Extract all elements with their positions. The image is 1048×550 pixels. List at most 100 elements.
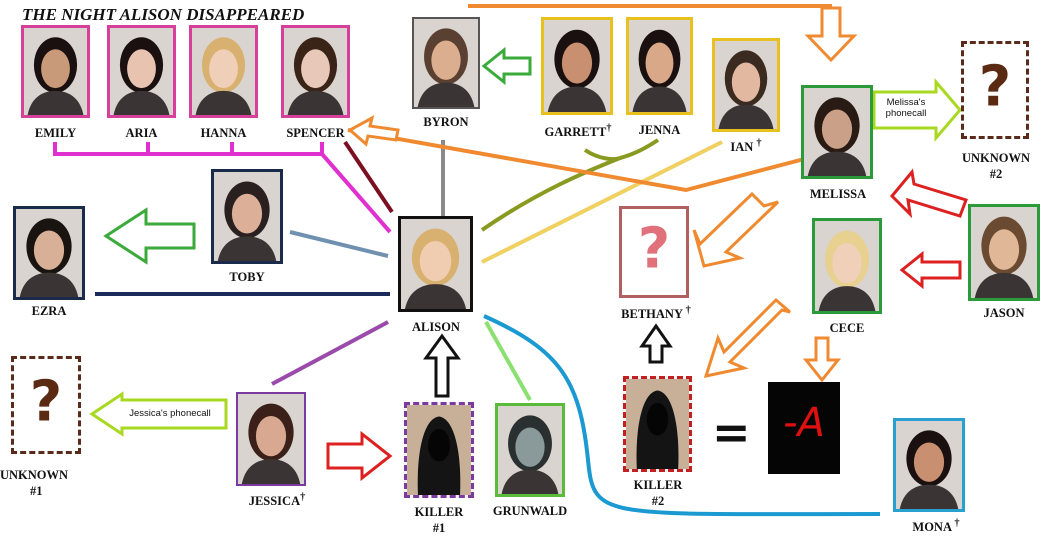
killer1-label: KILLER #1 (398, 504, 480, 536)
byron-photo (412, 17, 480, 109)
melissa-phonecall-line2: phonecall (885, 108, 927, 119)
portrait-face (913, 442, 945, 482)
jason-cece-arrow (899, 250, 962, 290)
portrait-shoulders (899, 484, 959, 509)
portrait-graphic (414, 19, 478, 107)
portrait-shoulders (27, 90, 84, 115)
killer2-number: #2 (651, 494, 665, 508)
unknown1-box: ? (11, 356, 81, 454)
equals-sign: = (712, 405, 751, 459)
alison-garrett-jenna-line (480, 138, 660, 232)
killer2-name: KILLER (633, 478, 683, 492)
hooded-figure-icon (626, 379, 689, 469)
portrait-face (301, 49, 330, 89)
a-sign: -A (768, 382, 840, 474)
jason-photo (968, 204, 1040, 301)
unknown2-name: UNKNOWN (961, 151, 1031, 165)
portrait-graphic (498, 406, 562, 494)
emily-photo (21, 25, 90, 118)
unknown1-name: UNKNOWN (0, 468, 69, 482)
bethany-dagger: † (685, 305, 691, 316)
a-sign-text: -A (783, 400, 825, 446)
mona-label: MONA † (896, 518, 976, 535)
portrait-face (419, 241, 452, 282)
portrait-shoulders (807, 151, 867, 176)
alison-spencer-line (343, 140, 394, 214)
alison-jessica-line (271, 320, 389, 386)
melissa-phonecall-line1: Melissa's (886, 97, 926, 108)
ezra-photo (13, 206, 85, 300)
portrait-graphic (804, 88, 870, 176)
jessica-phonecall-note: Jessica's phonecall (129, 408, 211, 419)
portrait-shoulders (974, 272, 1034, 298)
bethany-label: BETHANY † (608, 305, 704, 322)
jessica-photo (236, 392, 306, 486)
unknown1-question-mark: ? (29, 369, 63, 435)
cece-a-arrow (802, 336, 842, 383)
aria-photo (107, 25, 176, 118)
bethany-box: ? (619, 206, 689, 298)
grunwald-photo (495, 403, 565, 497)
alison-mona-line (483, 314, 881, 517)
jason-label: JASON (983, 306, 1025, 320)
garrett-name: GARRETT (544, 125, 607, 140)
jessica-dagger: † (300, 492, 306, 503)
portrait-face (561, 42, 593, 84)
portrait-face (127, 49, 156, 89)
diagram-title: THE NIGHT ALISON DISAPPEARED (22, 5, 305, 24)
portrait-graphic (715, 41, 777, 129)
hanna-label: HANNA (200, 126, 247, 140)
portrait-graphic (214, 172, 280, 261)
unknown2-question-mark: ? (978, 54, 1012, 120)
garrett-photo (541, 17, 613, 115)
melissa-phonecall-note: Melissa's phonecall (876, 97, 936, 119)
portrait-face (255, 416, 287, 457)
unknown2-label: UNKNOWN #2 (944, 150, 1048, 182)
hood-mask (428, 428, 450, 462)
portrait-face (645, 42, 674, 84)
jason-melissa-arrow (889, 168, 968, 219)
portrait-shoulders (217, 236, 277, 261)
hooded-figure-icon (407, 405, 471, 495)
portrait-graphic (110, 28, 173, 115)
portrait-face (431, 40, 461, 80)
mona-dagger: † (954, 518, 960, 529)
jessica-killer1-arrow (326, 430, 393, 482)
portrait-face (988, 229, 1020, 270)
spencer-label: SPENCER (286, 126, 345, 140)
mona-photo (893, 418, 965, 512)
cece-photo (812, 218, 882, 314)
jessica-unknown1-arrow (89, 391, 228, 437)
melissa-label: MELISSA (809, 187, 867, 201)
aria-label: ARIA (125, 126, 158, 140)
portrait-graphic (16, 209, 82, 297)
killer1-name: KILLER (414, 505, 464, 519)
melissa-unknown2-arrow (872, 77, 962, 143)
portrait-graphic (544, 20, 610, 112)
alison-spencer-arrow (347, 115, 400, 147)
jenna-label: JENNA (638, 123, 681, 137)
hood-mask (646, 402, 669, 436)
mona-name: MONA (912, 520, 952, 535)
killer2-label: KILLER #2 (616, 477, 700, 509)
toby-label: TOBY (229, 270, 265, 284)
killer2-bethany-arrow (639, 323, 673, 364)
alison-label: ALISON (412, 320, 460, 334)
jenna-photo (626, 17, 693, 115)
portrait-shoulders (404, 284, 467, 309)
hanna-photo (189, 25, 258, 118)
ian-photo (712, 38, 780, 132)
portrait-shoulders (501, 469, 559, 494)
spencer-photo (281, 25, 350, 118)
portrait-face (731, 62, 761, 102)
alison-ian-line (481, 140, 723, 264)
melissa-bethany-arrow (692, 191, 780, 268)
friends-connector (53, 142, 392, 234)
bethany-question-mark: ? (637, 216, 671, 282)
portrait-shoulders (287, 90, 344, 115)
ian-dagger: † (756, 138, 762, 149)
killer2-photo (623, 376, 692, 472)
killer1-number: #1 (432, 521, 446, 535)
